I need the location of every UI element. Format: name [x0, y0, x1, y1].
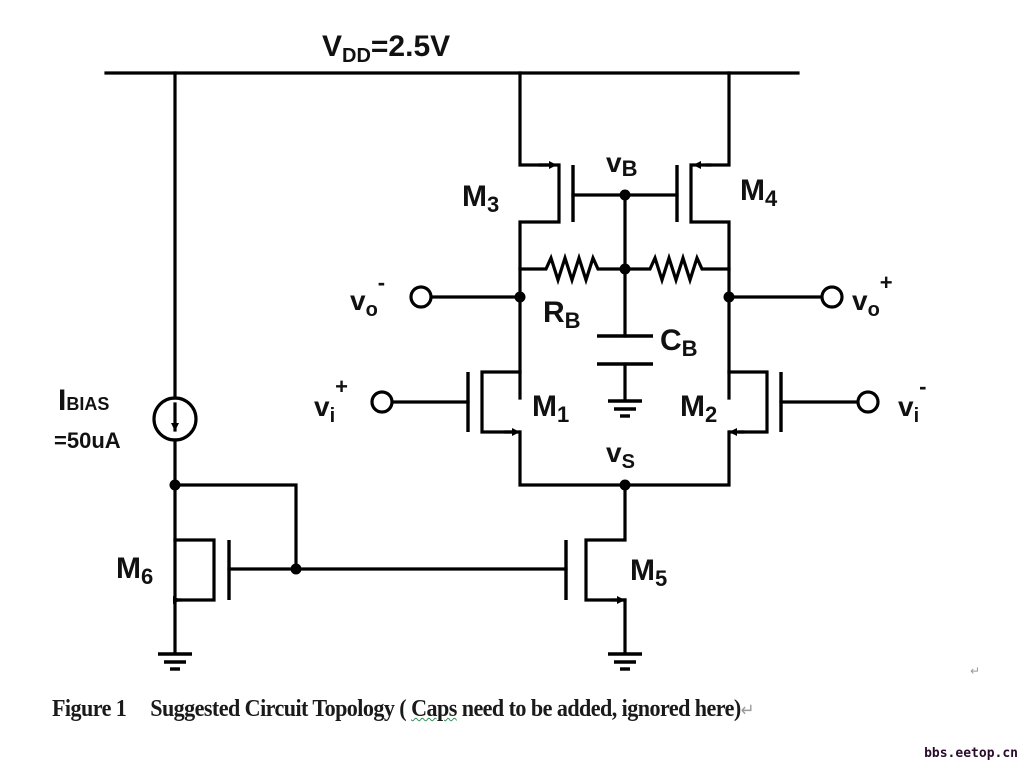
resistor-rb-left — [518, 252, 627, 286]
vi-minus-terminal[interactable] — [856, 390, 880, 414]
ibias-label: IBIAS — [58, 384, 109, 417]
resistor-rb-right — [623, 252, 731, 286]
paragraph-mark: ↵ — [970, 664, 981, 678]
caption-number: Figure 1 — [52, 696, 127, 722]
bias-current-source — [152, 71, 198, 598]
m4-label: M4 — [740, 174, 778, 211]
capacitor-cb — [597, 334, 653, 402]
m6-label: M6 — [116, 552, 153, 589]
m2-transistor — [727, 370, 859, 436]
m1-transistor — [392, 370, 522, 436]
junction-dot — [290, 563, 302, 575]
junction-dot — [169, 479, 181, 491]
m5-label: M5 — [630, 554, 667, 591]
caption-rest: need to be added, ignored here) — [456, 696, 741, 722]
m3-label: M3 — [462, 180, 499, 217]
figure-caption: Figure 1 Suggested Circuit Topology ( Cap… — [52, 696, 755, 723]
caption-caps-word: Caps — [411, 696, 457, 722]
vi-minus-label: vi- — [898, 374, 926, 427]
rb-label: RB — [543, 296, 581, 333]
vi-plus-terminal[interactable] — [370, 390, 394, 414]
ground-icon — [608, 652, 642, 671]
m5-transistor — [564, 483, 627, 654]
m6-transistor — [173, 483, 568, 654]
cb-label: CB — [660, 324, 698, 361]
vo-minus-terminal[interactable] — [409, 285, 433, 309]
vb-label: vB — [606, 147, 637, 181]
caption-paren: ( — [394, 696, 412, 722]
junction-dot — [619, 479, 631, 491]
vo-plus-label: vo+ — [852, 270, 893, 321]
watermark: bbs.eetop.cn — [924, 746, 1018, 761]
junction-dot — [514, 291, 526, 303]
ground-icon — [608, 399, 642, 418]
vdd-label: VDD=2.5V — [322, 30, 450, 67]
m1-label: M1 — [532, 390, 569, 427]
junction-dot — [723, 291, 735, 303]
m2-label: M2 — [680, 390, 717, 427]
caption-title: Suggested Circuit Topology — [150, 696, 395, 722]
junction-dot — [619, 263, 631, 275]
ground-icon — [158, 652, 192, 671]
vi-plus-label: vi+ — [314, 374, 348, 427]
paragraph-mark: ↵ — [740, 700, 755, 720]
vo-plus-terminal[interactable] — [820, 285, 844, 309]
ibias-value: =50uA — [54, 428, 121, 453]
m3-transistor — [518, 71, 575, 400]
vs-label: vS — [606, 437, 635, 473]
vo-minus-label: vo- — [350, 270, 385, 321]
